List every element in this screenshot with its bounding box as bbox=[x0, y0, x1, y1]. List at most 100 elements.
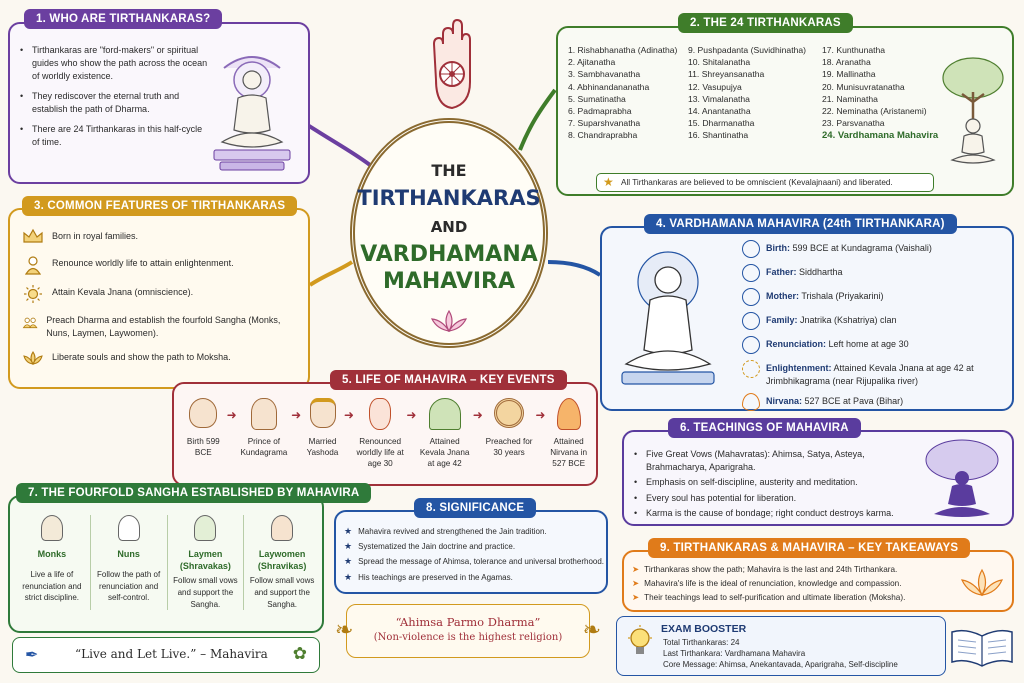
exam-item: Last Tirthankara: Vardhamana Mahavira bbox=[663, 649, 806, 659]
tirthankara-name: 20. Munisuvratanatha bbox=[822, 81, 905, 92]
section-common-features: Born in royal families. Renounce worldly… bbox=[8, 208, 310, 389]
tirthankara-name: 3. Sambhavanatha bbox=[568, 69, 641, 80]
section-vardhamana-mahavira: Birth: 599 BCE at Kundagrama (Vaishali) … bbox=[600, 226, 1014, 412]
tirthankara-name: 12. Vasupujya bbox=[688, 81, 742, 92]
sun-icon bbox=[24, 285, 42, 303]
arrow-icon: ➜ bbox=[535, 408, 546, 422]
tirthankara-name: 10. Shitalanatha bbox=[688, 57, 751, 68]
tirthankara-name: 13. Vimalanatha bbox=[688, 93, 750, 104]
tirthankara-name: 15. Dharmanatha bbox=[688, 118, 755, 129]
event-label: Renounced worldly life at age 30 bbox=[356, 437, 404, 469]
leaf-icon: ✿ bbox=[292, 644, 307, 663]
sangha-group: Laymen (Shravakas) Follow small vows and… bbox=[168, 515, 245, 611]
s3-header: 3. COMMON FEATURES OF TIRTHANKARAS bbox=[22, 196, 298, 216]
tirthankara-name: 11. Shreyansanatha bbox=[688, 69, 765, 80]
teaching-bullet: Karma is the cause of bondage; right con… bbox=[634, 507, 916, 520]
event-label: Preached for 30 years bbox=[485, 437, 533, 458]
chevron-right-icon: ➤ bbox=[632, 564, 640, 574]
star-icon: ★ bbox=[603, 175, 614, 189]
s8-header: 8. SIGNIFICANCE bbox=[414, 498, 537, 518]
meditating-silhouette-icon bbox=[925, 439, 999, 517]
tirthankara-name: 16. Shantinatha bbox=[688, 130, 749, 141]
arrow-icon: ➜ bbox=[291, 408, 302, 422]
tirthankara-name-highlight: 24. Vardhamana Mahavira bbox=[822, 130, 939, 142]
tirthankara-name: 21. Naminatha bbox=[822, 93, 878, 104]
title-mahavira: MAHAVIRA bbox=[382, 269, 516, 294]
tree-icon bbox=[428, 398, 461, 430]
sangha-group: Laywomen (Shravikas) Follow small vows a… bbox=[244, 515, 320, 610]
title-tirthankaras: TIRTHANKARAS bbox=[357, 186, 541, 210]
laurel-right-icon: ❧ bbox=[582, 617, 601, 642]
baby-icon bbox=[189, 398, 218, 428]
tirthankara-name: 1. Rishabhanatha (Adinatha) bbox=[568, 45, 678, 55]
connector-s2 bbox=[518, 88, 557, 151]
baby-icon bbox=[742, 240, 760, 258]
tirthankara-name: 19. Mallinatha bbox=[822, 69, 876, 80]
star-icon: ★ bbox=[344, 526, 353, 536]
title-the: THE bbox=[431, 161, 467, 180]
tirthankara-name: 7. Suparshvanatha bbox=[568, 118, 641, 129]
family-icon bbox=[742, 312, 760, 330]
father-icon bbox=[742, 264, 760, 282]
tirthankara-name: 9. Pushpadanta (Suvidhinatha) bbox=[688, 45, 807, 55]
mahavira-figure-icon bbox=[621, 251, 715, 385]
title-and: AND bbox=[430, 218, 468, 236]
tree-meditation-icon bbox=[942, 57, 1004, 164]
layman-icon bbox=[194, 515, 217, 541]
arrow-icon: ➜ bbox=[343, 408, 354, 422]
people-icon bbox=[22, 317, 38, 329]
tirthankara-name: 6. Padmaprabha bbox=[568, 106, 632, 117]
center-title-circle: THE TIRTHANKARAS AND VARDHAMANA MAHAVIRA bbox=[350, 118, 548, 348]
title-vardhamana: VARDHAMANA bbox=[360, 242, 538, 267]
omniscience-note: ★ All Tirthankaras are believed to be om… bbox=[596, 173, 934, 192]
s6-header: 6. TEACHINGS OF MAHAVIRA bbox=[668, 418, 861, 438]
section-significance: ★Mahavira revived and strengthened the J… bbox=[334, 510, 608, 594]
mother-icon bbox=[742, 288, 760, 306]
laywoman-icon bbox=[271, 515, 294, 541]
quote-live-and-let-live: ✒ “Live and Let Live.” – Mahavira ✿ bbox=[12, 637, 320, 673]
star-icon: ★ bbox=[344, 556, 353, 567]
lotus-icon bbox=[23, 351, 43, 366]
section-who-are-tirthankaras: Tirthankaras are "ford-makers" or spirit… bbox=[8, 22, 310, 184]
hand-icon bbox=[369, 398, 392, 430]
s1-header: 1. WHO ARE TIRTHANKARAS? bbox=[24, 9, 223, 29]
monk-icon bbox=[40, 515, 63, 541]
nun-icon bbox=[117, 515, 140, 541]
crown-icon bbox=[309, 398, 336, 428]
prince-icon bbox=[250, 398, 277, 430]
tirthankara-name: 22. Neminatha (Aristanemi) bbox=[822, 106, 927, 117]
jain-hand-symbol-icon bbox=[432, 18, 471, 110]
lotus-icon bbox=[430, 309, 468, 333]
arrow-icon: ➜ bbox=[226, 408, 237, 422]
section-life-key-events: Birth 599 BCE ➜ Prince of Kundagrama ➜ M… bbox=[172, 382, 598, 486]
arrow-icon: ➜ bbox=[472, 408, 483, 422]
quote-ahimsa: ❧ “Ahimsa Parmo Dharma” (Non-violence is… bbox=[335, 604, 601, 658]
event-label: Attained Kevala Jnana at age 42 bbox=[419, 437, 470, 469]
tirthankara-name: 4. Abhinandananatha bbox=[568, 81, 650, 92]
section-key-takeaways: ➤Tirthankaras show the path; Mahavira is… bbox=[622, 550, 1014, 612]
star-icon: ★ bbox=[344, 571, 353, 582]
laurel-left-icon: ❧ bbox=[335, 617, 354, 642]
tirthankara-name: 18. Aranatha bbox=[822, 57, 871, 68]
chevron-right-icon: ➤ bbox=[632, 578, 640, 589]
s7-header: 7. THE FOURFOLD SANGHA ESTABLISHED BY MA… bbox=[16, 483, 372, 503]
sun-icon bbox=[742, 360, 760, 378]
section-24-tirthankaras: 1. Rishabhanatha (Adinatha) 2. Ajitanath… bbox=[556, 26, 1014, 196]
crown-icon bbox=[23, 228, 43, 243]
s1-bullet: Tirthankaras are "ford-makers" or spirit… bbox=[20, 44, 208, 83]
s1-bullet: They rediscover the eternal truth and es… bbox=[20, 90, 208, 116]
teaching-bullet: Five Great Vows (Mahavratas): Ahimsa, Sa… bbox=[634, 448, 916, 473]
s5-header: 5. LIFE OF MAHAVIRA – KEY EVENTS bbox=[330, 370, 567, 390]
event-label: Attained Nirvana in 527 BCE bbox=[550, 437, 588, 469]
tirthankara-name: 17. Kunthunatha bbox=[822, 45, 886, 55]
event-label: Married Yashoda bbox=[306, 437, 339, 458]
meditating-tirthankara-icon bbox=[213, 56, 291, 171]
tirthankara-name: 2. Ajitanatha bbox=[568, 57, 616, 68]
s2-header: 2. THE 24 TIRTHANKARAS bbox=[678, 13, 853, 33]
wheel-icon bbox=[494, 398, 525, 428]
chevron-right-icon: ➤ bbox=[632, 592, 640, 603]
teaching-bullet: Every soul has potential for liberation. bbox=[634, 492, 916, 505]
ink-pen-icon: ✒ bbox=[25, 647, 39, 664]
teaching-bullet: Emphasis on self-discipline, austerity a… bbox=[634, 476, 916, 489]
sangha-group: Nuns Follow the path of renunciation and… bbox=[91, 515, 168, 611]
